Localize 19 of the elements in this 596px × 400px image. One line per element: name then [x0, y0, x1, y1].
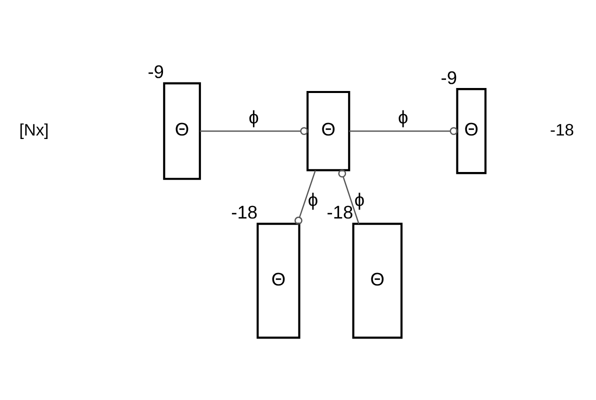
connector: [200, 126, 308, 135]
node-box: Θ: [306, 90, 350, 171]
edge-label: ϕ: [308, 188, 318, 210]
edge-label: ϕ: [354, 188, 365, 210]
node-box: Θ: [456, 88, 487, 174]
label: -18: [550, 120, 574, 139]
edge-label: ϕ: [398, 106, 408, 127]
node-label: -18: [326, 200, 354, 222]
connector: [338, 169, 360, 224]
connector: [294, 170, 316, 224]
label: [Nx]: [19, 120, 49, 139]
node-label: -9: [148, 60, 164, 82]
edge-label: ϕ: [248, 106, 259, 127]
node-label: -9: [440, 66, 458, 88]
connector: [349, 126, 458, 135]
node-box: Θ: [352, 222, 403, 338]
node-label: -18: [231, 200, 258, 222]
node-box: Θ: [256, 222, 300, 338]
node-box: Θ: [163, 82, 201, 180]
